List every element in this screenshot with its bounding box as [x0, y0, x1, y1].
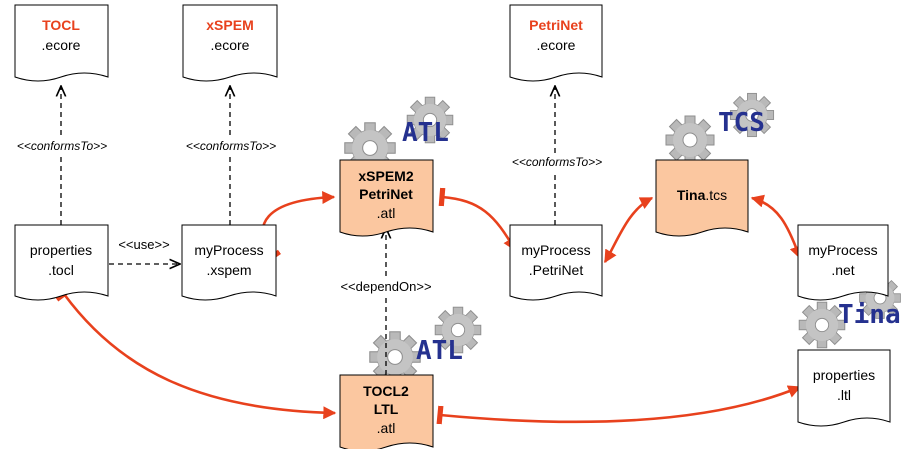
- transformation-line1: TOCL2: [363, 383, 409, 399]
- model-line1: myProcess: [521, 242, 590, 258]
- model-line1: properties: [30, 242, 92, 258]
- transformation-tocl2ltl-atl: TOCL2 LTL .atl: [339, 374, 434, 449]
- conforms-to-label-petrinet: <<conformsTo>>: [512, 155, 602, 169]
- tcs-bidirectional-arrow-petrinet: [603, 196, 654, 264]
- tool-label-tina: Tina: [838, 300, 901, 330]
- transformation-input-arrow-tocl: [55, 286, 337, 420]
- transformation-ext: .tcs: [705, 187, 727, 203]
- conforms-to-label-tocl: <<conformsTo>>: [17, 139, 107, 153]
- transformation-line3: .atl: [377, 420, 396, 436]
- model-myprocess-petrinet: myProcess .PetriNet: [509, 224, 603, 301]
- conforms-to-label-xspem: <<conformsTo>>: [186, 139, 276, 153]
- tcs-bidirectional-arrow-net: [750, 194, 803, 260]
- metamodel-ext: .ecore: [537, 37, 576, 53]
- model-myprocess-xspem: myProcess .xspem: [181, 224, 277, 301]
- metamodel-ext: .ecore: [211, 37, 250, 53]
- transformation-output-arrow-petrinet: [438, 187, 517, 252]
- metamodel-ext: .ecore: [42, 37, 81, 53]
- transformation-name: Tina: [677, 187, 706, 203]
- tool-label-atl-top: ATL: [402, 118, 449, 148]
- depend-on-label: <<dependOn>>: [340, 279, 431, 294]
- metamodel-petrinet-ecore: PetriNet .ecore: [509, 4, 603, 82]
- use-label: <<use>>: [118, 237, 169, 252]
- model-line2: .xspem: [206, 262, 251, 278]
- model-myprocess-net: myProcess .net: [797, 224, 889, 301]
- transformation-title: Tina.tcs: [677, 187, 727, 203]
- model-properties-tocl: properties .tocl: [14, 224, 109, 301]
- metamodel-name: PetriNet: [529, 17, 583, 33]
- metamodel-name: xSPEM: [206, 17, 253, 33]
- metamodel-tocl-ecore: TOCL .ecore: [14, 4, 109, 82]
- model-line2: .tocl: [48, 262, 74, 278]
- transformation-line2: PetriNet: [359, 186, 413, 202]
- transformation-xspem2petrinet-atl: xSPEM2 PetriNet .atl: [339, 159, 434, 237]
- model-line2: .ltl: [837, 387, 851, 403]
- model-line2: .net: [831, 262, 854, 278]
- transformation-line2: LTL: [374, 401, 399, 417]
- model-line1: properties: [813, 367, 875, 383]
- transformation-line3: .atl: [377, 205, 396, 221]
- model-line1: myProcess: [808, 242, 877, 258]
- metamodel-name: TOCL: [42, 17, 80, 33]
- transformation-line1: xSPEM2: [358, 168, 413, 184]
- tool-label-tcs: TCS: [718, 108, 765, 138]
- metamodel-xspem-ecore: xSPEM .ecore: [182, 4, 278, 82]
- model-properties-ltl: properties .ltl: [797, 349, 891, 427]
- transformation-tina-tcs: Tina.tcs: [655, 159, 749, 237]
- model-line1: myProcess: [194, 242, 263, 258]
- model-line2: .PetriNet: [529, 262, 584, 278]
- transformation-output-arrow-ltl: [436, 385, 802, 425]
- tool-label-atl-bottom: ATL: [416, 336, 463, 366]
